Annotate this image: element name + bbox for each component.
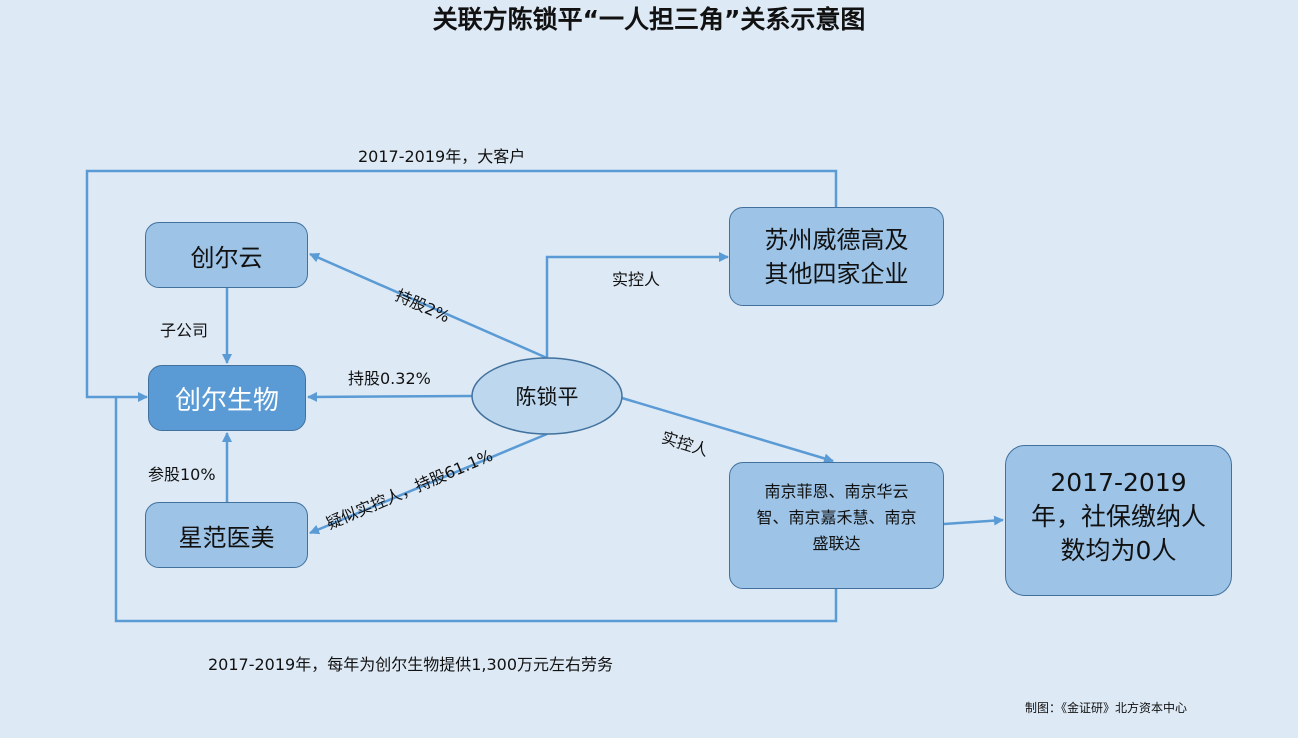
chensuoping-ellipse (471, 357, 623, 435)
control-nanjing-line (621, 396, 834, 464)
label-participate-10: 参股10% (148, 465, 216, 484)
big-customer-line (85, 169, 838, 402)
node-xingfanyimei: 星范医美 (145, 502, 308, 568)
hold-2-line (309, 252, 548, 360)
node-social: 2017-2019年，社保缴纳人数均为0人 (1005, 445, 1232, 596)
node-suzhou: 苏州威德高及其他四家企业 (729, 207, 944, 306)
control-suzhou-line (545, 252, 729, 358)
node-chuangershengwu: 创尔生物 (148, 365, 306, 431)
node-nanjing: 南京菲恩、南京华云智、南京嘉禾慧、南京盛联达 (729, 462, 944, 589)
hold-032-line (307, 391, 473, 402)
label-subsidiary: 子公司 (160, 321, 209, 340)
label-hold-032: 持股0.32% (348, 369, 431, 388)
suspected-line (309, 432, 548, 535)
node-chuangeryun: 创尔云 (145, 222, 308, 288)
diagram-title: 关联方陈锁平“一人担三角”关系示意图 (432, 5, 866, 34)
node-chensuoping: 陈锁平 (515, 385, 579, 409)
nanjing-social-line (943, 515, 1004, 526)
label-services: 2017-2019年，每年为创尔生物提供1,300万元左右劳务 (208, 655, 614, 674)
services-line (114, 397, 838, 623)
label-control-suzhou: 实控人 (612, 270, 661, 289)
footer-credit: 制图：《金证研》北方资本中心 (1025, 701, 1188, 715)
label-big-customer: 2017-2019年，大客户 (358, 147, 526, 166)
